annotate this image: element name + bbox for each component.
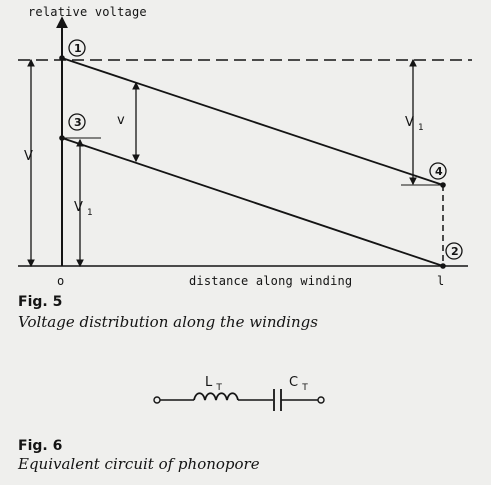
voltage-distribution-diagram: relative voltage distance along winding … [18, 5, 472, 288]
point-1-text: 1 [74, 42, 82, 55]
point-1-marker [59, 55, 65, 61]
left-v1-subscript: 1 [87, 208, 93, 218]
origin-label: o [57, 274, 64, 288]
middle-span-label: v [117, 113, 125, 128]
figure-5-title: Fig. 5 [18, 294, 63, 310]
inductor-subscript: T [215, 383, 222, 393]
point-2-marker [440, 263, 446, 269]
x-axis-label: distance along winding [189, 274, 352, 288]
right-v1-subscript: 1 [418, 123, 424, 133]
point-label-4: 4 [429, 162, 447, 180]
left-terminal [153, 396, 161, 404]
inductor-label: L T [205, 375, 222, 393]
right-v1-label: V 1 [405, 115, 424, 133]
point-4-text: 4 [435, 165, 443, 178]
point-label-2: 2 [445, 242, 463, 260]
point-label-1: 1 [68, 39, 86, 57]
left-span-label: V [24, 149, 33, 164]
figure-6-title: Fig. 6 [18, 438, 63, 454]
point-3-text: 3 [74, 116, 82, 129]
right-v1-main: V [405, 115, 414, 130]
point-2-text: 2 [451, 245, 459, 258]
figure-5-caption: Voltage distribution along the windings [18, 313, 318, 331]
equivalent-circuit-diagram: L T C T [153, 375, 325, 411]
lower-voltage-line [61, 137, 444, 267]
capacitor-main: C [289, 375, 298, 390]
left-v1-label: V 1 [74, 200, 93, 218]
inductor-symbol [193, 392, 239, 401]
inductor-main: L [205, 375, 213, 390]
point-label-3: 3 [68, 113, 86, 131]
upper-voltage-line [61, 57, 444, 186]
capacitor-label: C T [289, 375, 308, 393]
capacitor-subscript: T [301, 383, 308, 393]
right-terminal [317, 396, 325, 404]
left-v1-main: V [74, 200, 83, 215]
figure-6-caption: Equivalent circuit of phonopore [18, 455, 260, 473]
winding-length-label: l [437, 274, 444, 288]
y-axis-label: relative voltage [28, 5, 147, 19]
